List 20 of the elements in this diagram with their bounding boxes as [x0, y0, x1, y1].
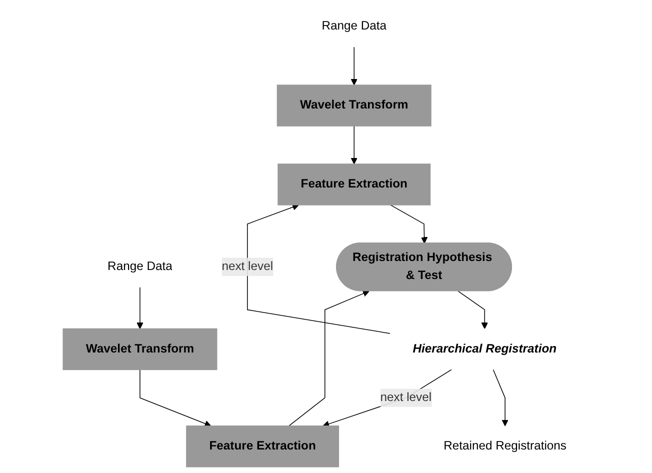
- node-text: Range Data: [322, 20, 386, 33]
- node-box: Feature Extraction: [277, 164, 430, 206]
- arrow: [350, 46, 358, 86]
- arrow: [492, 369, 508, 426]
- node-box: Wavelet Transform: [62, 328, 218, 370]
- arrow: [350, 126, 358, 164]
- arrow: [246, 204, 390, 334]
- node-box: Feature Extraction: [186, 426, 339, 468]
- edge-label: next level: [222, 260, 273, 273]
- node-text: Retained Registrations: [443, 440, 566, 452]
- node-box: Wavelet Transform: [276, 84, 432, 126]
- arrow: [390, 204, 428, 244]
- arrow: [288, 290, 370, 426]
- node-text: Hierarchical Registration: [412, 342, 556, 356]
- node-text: Range Data: [107, 260, 172, 273]
- arrow: [322, 369, 452, 428]
- arrow: [458, 290, 488, 330]
- arrow: [136, 286, 144, 330]
- arrow: [139, 369, 211, 427]
- edge-label: next level: [380, 390, 432, 404]
